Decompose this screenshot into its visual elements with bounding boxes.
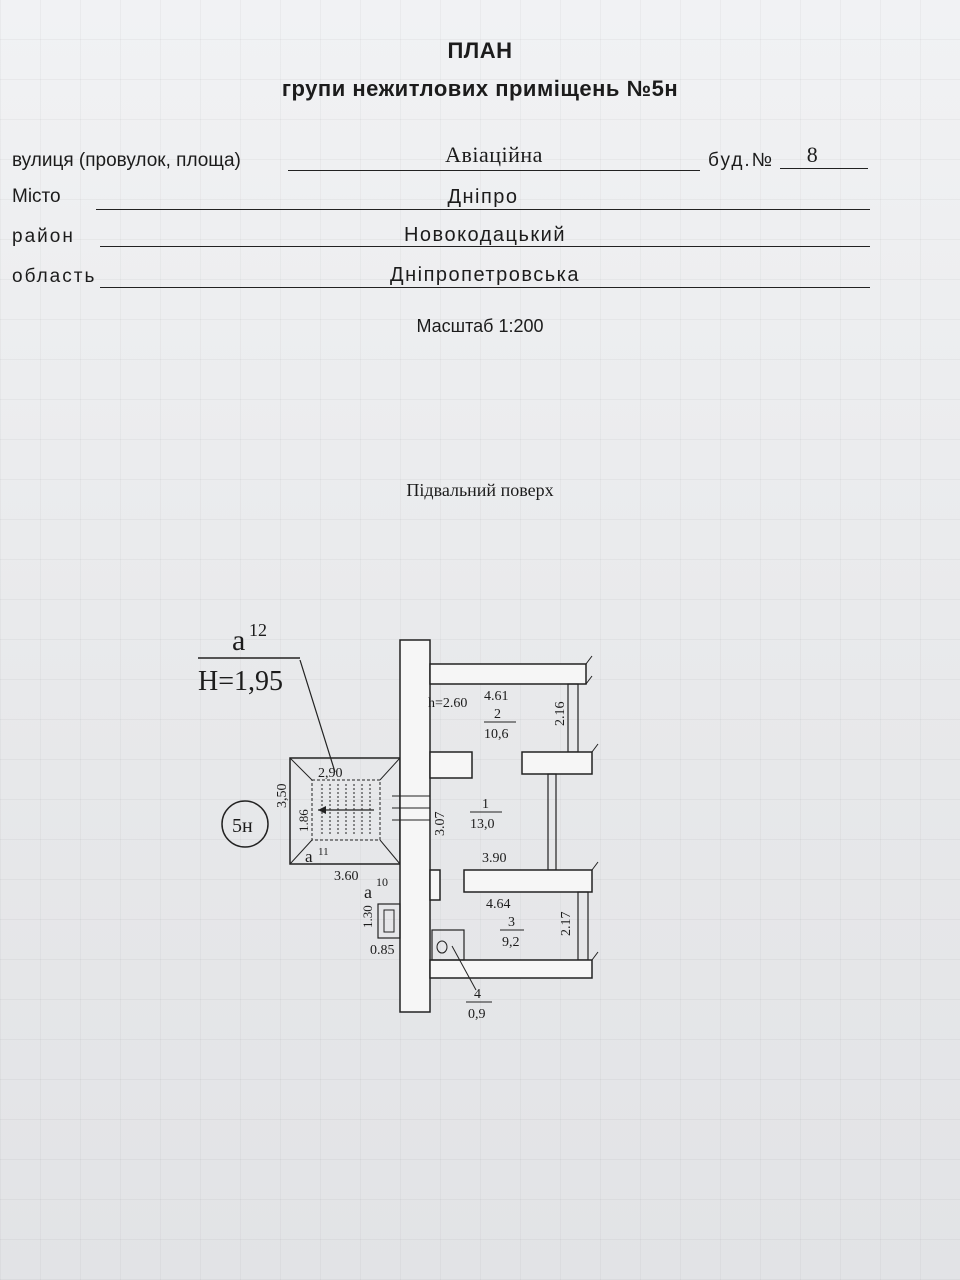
partition-1-3 bbox=[463, 869, 593, 893]
group-circle bbox=[221, 800, 269, 848]
entry-sup: 10 bbox=[376, 875, 388, 889]
district-value: Новокодацький bbox=[403, 224, 566, 246]
room2-number: 2 bbox=[494, 707, 501, 722]
document-title: ПЛАН bbox=[447, 38, 513, 63]
room4-number: 4 bbox=[474, 987, 481, 1002]
room1-number: 1 bbox=[482, 797, 489, 812]
room1-area: 13,0 bbox=[470, 817, 495, 832]
street-line bbox=[288, 170, 700, 171]
building-line bbox=[780, 168, 868, 169]
stair-height: H=1,95 bbox=[198, 666, 283, 697]
dim-room3-len: 4.64 bbox=[486, 897, 511, 912]
dim-entry-w: 0.85 bbox=[370, 943, 395, 958]
dim-room1-w: 3.07 bbox=[433, 812, 448, 837]
dim-stair-len: 3,50 bbox=[275, 784, 290, 809]
dim-stair-width: 2,90 bbox=[318, 766, 343, 781]
stair-mark: a bbox=[232, 624, 245, 657]
partition-2-1 bbox=[521, 751, 593, 775]
h-room: h=2.60 bbox=[428, 696, 467, 711]
stair-sup: 12 bbox=[249, 620, 267, 640]
region-line bbox=[100, 287, 870, 288]
top-wall bbox=[429, 663, 587, 685]
city-value: Дніпро bbox=[447, 186, 519, 208]
dim-steps: 11 bbox=[318, 846, 329, 858]
dim-entry-h: 1.30 bbox=[360, 905, 375, 928]
group-label: 5н bbox=[232, 815, 253, 837]
dim-stair-inner: 1.86 bbox=[296, 809, 311, 832]
entry-mark: a bbox=[364, 882, 372, 902]
district-label: район bbox=[12, 226, 75, 247]
document-subtitle: групи нежитлових приміщень №5н bbox=[281, 76, 679, 101]
city-label: Місто bbox=[12, 186, 61, 207]
dim-room2-len: 4.61 bbox=[484, 689, 509, 704]
entry-mark-stair: a bbox=[305, 847, 313, 866]
dim-room2-w: 2.16 bbox=[553, 702, 568, 727]
room2-area: 10,6 bbox=[484, 727, 509, 742]
building-value: 8 bbox=[806, 142, 820, 167]
street-value: Авіаційна bbox=[445, 142, 543, 167]
street-label: вулиця (провулок, площа) bbox=[12, 150, 241, 171]
dim-stair-bottom: 3.60 bbox=[334, 869, 359, 884]
district-line bbox=[100, 246, 870, 247]
region-value: Дніпропетровська bbox=[390, 264, 580, 286]
dim-room3-w: 2.17 bbox=[559, 912, 574, 937]
scale-text: Масштаб 1:200 bbox=[416, 316, 544, 336]
region-label: область bbox=[12, 266, 97, 287]
floor-title: Підвальний поверх bbox=[406, 480, 554, 500]
leader-line bbox=[299, 659, 336, 773]
main-wall bbox=[399, 639, 431, 1013]
bottom-wall bbox=[429, 959, 593, 979]
room4-area: 0,9 bbox=[468, 1007, 486, 1022]
city-line bbox=[96, 209, 870, 210]
room3-area: 9,2 bbox=[502, 935, 520, 950]
building-label: буд.№ bbox=[708, 150, 775, 171]
dim-room1-len: 3.90 bbox=[482, 851, 507, 866]
room3-number: 3 bbox=[508, 915, 515, 930]
